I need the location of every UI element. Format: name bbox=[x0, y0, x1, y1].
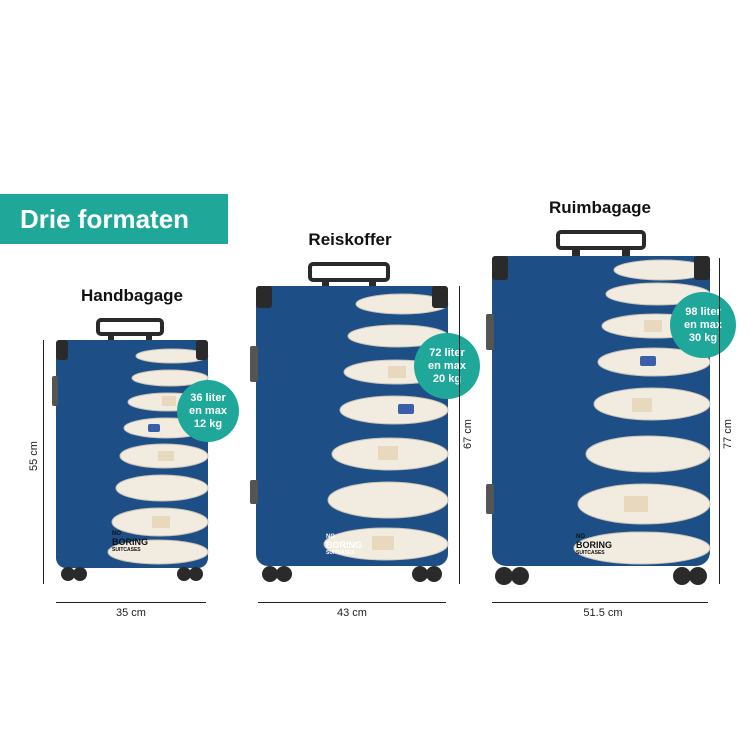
logo-line3: SUITCASES bbox=[112, 547, 141, 553]
capacity-line1: 36 liter bbox=[190, 391, 226, 404]
capacity-line2: en max bbox=[428, 359, 466, 372]
suitcase-label-ruimbagage: Ruimbagage bbox=[548, 198, 652, 217]
capacity-line2: en max bbox=[189, 404, 227, 417]
width-label-ruimbagage: 51.5 cm bbox=[583, 607, 623, 619]
capacity-line3: 12 kg bbox=[193, 417, 223, 430]
capacity-line3: 20 kg bbox=[432, 372, 462, 385]
logo-line3: SUITCASES bbox=[576, 550, 605, 556]
logo-ruimbagage: NO BORING SUITCASES bbox=[576, 533, 612, 557]
width-line-reiskoffer bbox=[258, 602, 446, 603]
logo-line1: NO bbox=[112, 531, 121, 537]
height-line-ruimbagage bbox=[719, 258, 720, 584]
height-line-reiskoffer bbox=[459, 286, 460, 584]
height-line-handbagage bbox=[43, 340, 44, 584]
capacity-badge-ruimbagage: 98 liter en max 30 kg bbox=[670, 292, 736, 358]
logo-line2: BORING bbox=[112, 537, 148, 547]
logo-line2: BORING bbox=[576, 540, 612, 550]
capacity-line3: 30 kg bbox=[688, 331, 718, 344]
width-label-reiskoffer: 43 cm bbox=[337, 607, 367, 619]
banner-title: Drie formaten bbox=[20, 204, 190, 234]
height-label-handbagage: 55 cm bbox=[28, 441, 40, 471]
capacity-line1: 72 liter bbox=[429, 346, 465, 359]
logo-line1: NO bbox=[326, 534, 335, 540]
capacity-badge-reiskoffer: 72 liter en max 20 kg bbox=[414, 333, 480, 399]
capacity-line2: en max bbox=[684, 318, 722, 331]
height-label-ruimbagage: 77 cm bbox=[722, 419, 734, 449]
width-label-handbagage: 35 cm bbox=[116, 607, 146, 619]
suitcase-reiskoffer bbox=[250, 262, 449, 582]
width-line-ruimbagage bbox=[492, 602, 708, 603]
logo-reiskoffer: NO BORING SUITCASES bbox=[326, 533, 362, 557]
capacity-line1: 98 liter bbox=[685, 305, 721, 318]
logo-handbagage: NO BORING SUITCASES bbox=[112, 530, 148, 554]
width-line-handbagage bbox=[56, 602, 206, 603]
logo-line2: BORING bbox=[326, 540, 362, 550]
suitcase-label-reiskoffer: Reiskoffer bbox=[308, 230, 392, 249]
height-label-reiskoffer: 67 cm bbox=[462, 419, 474, 449]
suitcase-label-handbagage: Handbagage bbox=[80, 286, 184, 305]
title-banner: Drie formaten bbox=[0, 194, 228, 244]
suitcase-ruimbagage bbox=[486, 230, 711, 585]
logo-line1: NO bbox=[576, 534, 585, 540]
capacity-badge-handbagage: 36 liter en max 12 kg bbox=[177, 380, 239, 442]
logo-line3: SUITCASES bbox=[326, 550, 355, 556]
